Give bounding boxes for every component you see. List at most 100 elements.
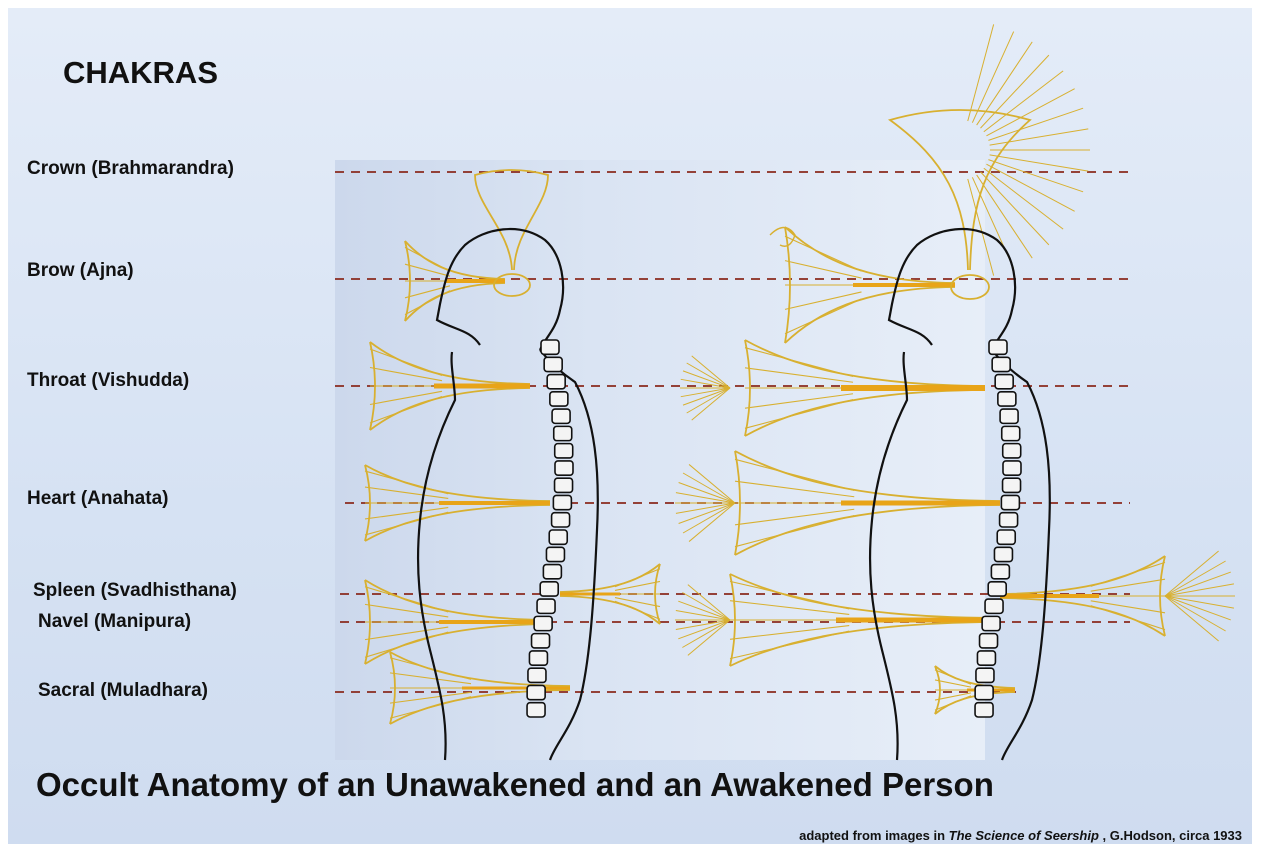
vertebra — [527, 685, 545, 699]
vertebra — [980, 634, 998, 648]
vortex-rib — [365, 587, 448, 612]
vortex-ray — [679, 503, 735, 524]
vortex-rib — [365, 632, 448, 657]
vertebra — [982, 616, 1000, 630]
vortex-rib — [365, 508, 448, 519]
vortex-rib — [745, 348, 853, 377]
vortex-rib — [1091, 606, 1165, 630]
vortex-rib — [730, 601, 849, 615]
vortex-ray — [1165, 551, 1219, 596]
throat-rays — [680, 356, 730, 420]
vertebra — [991, 565, 1009, 579]
vortex-rib — [785, 292, 862, 309]
vortex-ray — [977, 42, 1033, 125]
vortex-rib — [1091, 579, 1165, 591]
vortex-ray — [1165, 572, 1231, 596]
vortex-ray — [688, 585, 730, 620]
vortex-rib — [370, 391, 442, 404]
vertebra — [549, 530, 567, 544]
vortex-rib — [1091, 562, 1165, 586]
vertebra — [988, 582, 1006, 596]
vortex-ray — [678, 601, 730, 620]
vortex-rib — [745, 394, 853, 408]
crown-rays — [968, 24, 1090, 275]
vertebra — [543, 565, 561, 579]
vertebra — [544, 357, 562, 371]
vortex-rib — [785, 261, 862, 278]
vortex-rib — [405, 247, 450, 271]
vertebra — [1003, 478, 1021, 492]
vortex-rib — [735, 509, 854, 525]
vortex-ray — [968, 24, 994, 121]
vortex-rib — [735, 459, 854, 490]
vertebra — [1003, 444, 1021, 458]
vortex-ray — [990, 129, 1089, 145]
vortex-ray — [692, 388, 730, 420]
vertebra — [552, 409, 570, 423]
throat-vortex — [370, 342, 530, 430]
brow-center — [951, 275, 989, 299]
vortex-rib — [730, 581, 849, 609]
navel-rays — [675, 585, 730, 656]
front-outline — [870, 352, 907, 760]
vertebra — [553, 495, 571, 509]
source-credit: adapted from images in The Science of Se… — [799, 828, 1242, 843]
chakra-label-throat: Throat (Vishudda) — [27, 370, 189, 392]
diagram-caption: Occult Anatomy of an Unawakened and an A… — [36, 766, 994, 804]
chakra-label-heart: Heart (Anahata) — [27, 488, 168, 510]
vortex-edge — [730, 574, 995, 618]
vortex-ray — [977, 175, 1033, 258]
chakra-label-brow: Brow (Ajna) — [27, 260, 134, 282]
heart-vortex — [735, 451, 1000, 555]
chakra-label-spleen: Spleen (Svadhisthana) — [33, 580, 237, 602]
vortex-edge — [365, 505, 550, 541]
chakra-label-crown: Crown (Brahmarandra) — [27, 158, 234, 180]
vertebra — [998, 392, 1016, 406]
vortex-edge — [560, 564, 660, 592]
vortex-ray — [990, 155, 1089, 171]
brow-vortex — [785, 227, 955, 343]
throat-vortex — [745, 340, 985, 436]
vortex-ray — [981, 55, 1049, 128]
vertebra — [977, 651, 995, 665]
vortex-edge — [1000, 556, 1165, 594]
vortex-edge — [560, 596, 660, 624]
vertebra — [541, 340, 559, 354]
vortex-rib — [615, 581, 660, 590]
unawakened-spine — [527, 340, 573, 717]
crown-vortex — [475, 170, 548, 270]
vertebra — [555, 444, 573, 458]
vortex-ray — [679, 482, 735, 503]
vortex-ray — [1165, 596, 1219, 641]
vortex-rib — [745, 368, 853, 382]
vortex-rib — [730, 631, 849, 659]
vortex-rib — [935, 670, 971, 684]
vortex-rib — [365, 512, 448, 535]
vertebra — [1003, 461, 1021, 475]
vortex-edge — [745, 340, 985, 386]
vortex-rib — [365, 471, 448, 494]
heart-rays — [675, 464, 735, 541]
vortex-edge — [730, 622, 995, 666]
vortex-edge — [1000, 598, 1165, 636]
chakra-label-sacral: Sacral (Muladhara) — [38, 680, 208, 702]
navel-vortex — [365, 580, 550, 664]
diagram-title: CHAKRAS — [63, 55, 218, 91]
vortex-rib — [785, 299, 862, 334]
vertebra — [989, 340, 1007, 354]
vortex-edge — [745, 390, 985, 436]
vortex-edge — [365, 580, 550, 620]
vortex-edge — [405, 283, 505, 321]
vertebra — [555, 461, 573, 475]
vertebra — [1002, 426, 1020, 440]
vertebra — [985, 599, 1003, 613]
vortex-rib — [615, 598, 660, 607]
vortex-edge — [735, 505, 1000, 555]
vortex-rib — [935, 696, 971, 710]
vortex-rib — [405, 264, 450, 276]
brow-center — [494, 274, 530, 296]
vertebra — [555, 478, 573, 492]
vortex-rib — [390, 658, 471, 680]
vertebra — [552, 513, 570, 527]
